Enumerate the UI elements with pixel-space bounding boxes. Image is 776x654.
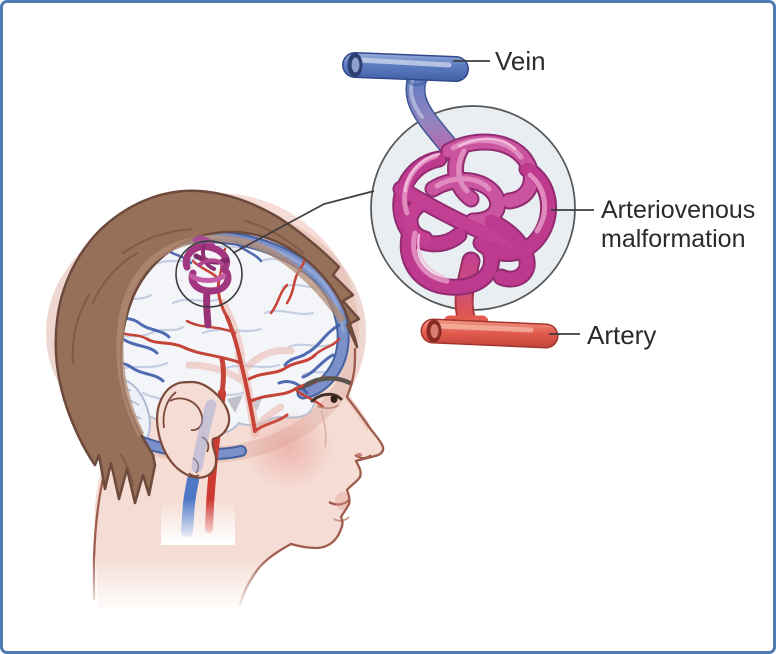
avm-site <box>175 235 243 329</box>
artery-tube <box>420 318 559 349</box>
temporal-shadow <box>227 395 243 413</box>
head-illustration <box>46 189 403 633</box>
fade-out <box>58 553 403 633</box>
avm-label-line2: malformation <box>601 225 746 253</box>
magnifier-leader-line <box>232 190 375 254</box>
annotations: Vein Arteriovenous malformation Artery <box>232 46 755 350</box>
inset-magnified-view <box>342 52 576 349</box>
vein-label: Vein <box>495 46 546 76</box>
vessel-fade <box>161 499 235 545</box>
artery-label: Artery <box>587 320 656 350</box>
ear <box>155 380 231 479</box>
eyebrow <box>303 376 353 388</box>
mouth-line <box>328 499 350 506</box>
eye <box>310 392 343 403</box>
hair <box>54 189 361 505</box>
vein-behind-ear <box>191 399 217 473</box>
tear-line <box>320 410 327 448</box>
avm-tangle <box>392 133 558 296</box>
avm-label-line1: Arteriovenous <box>601 196 755 224</box>
cheek-blush <box>245 409 333 489</box>
avm-medical-illustration: Vein Arteriovenous malformation Artery <box>46 46 755 633</box>
vein-tube <box>342 52 469 87</box>
face-profile-outline <box>238 347 385 607</box>
iris <box>330 395 338 403</box>
avm-site-circle <box>175 240 243 308</box>
